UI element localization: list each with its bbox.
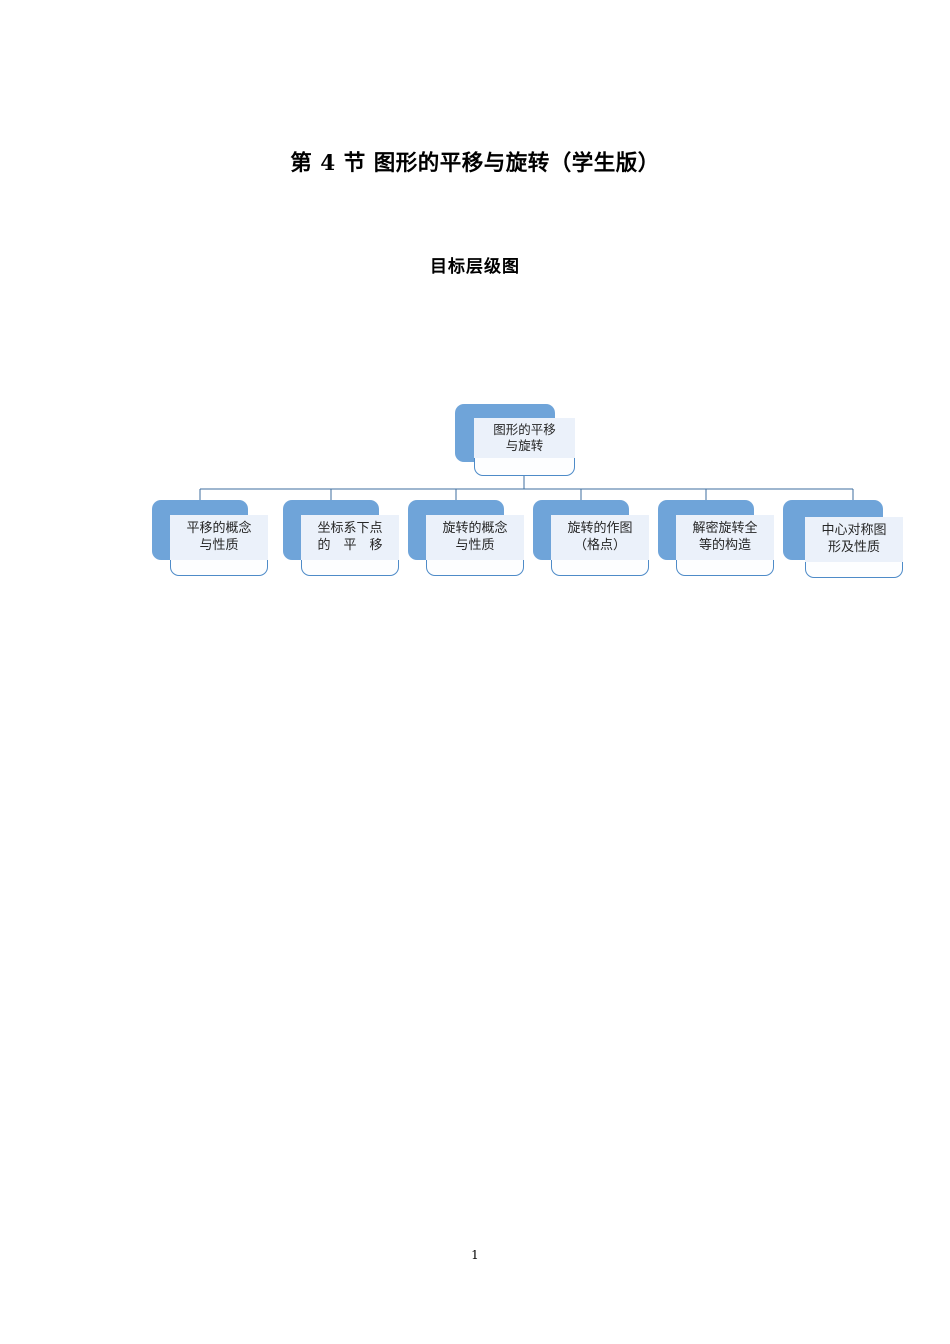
node-label: 解密旋转全 等的构造	[692, 520, 758, 553]
page-title: 第 4 节 图形的平移与旋转（学生版）	[290, 151, 660, 176]
objective-hierarchy-diagram: 图形的平移 与旋转 平移的概念 与性质 坐标系下点 的 平 移 旋转的概念 与性…	[0, 0, 950, 620]
node-text-panel: 图形的平移 与旋转	[474, 418, 575, 458]
node-label: 平移的概念 与性质	[186, 520, 252, 553]
node-label: 旋转的概念 与性质	[442, 520, 508, 553]
node-text-panel: 旋转的作图 （格点）	[551, 515, 649, 560]
node-label: 中心对称图 形及性质	[821, 522, 887, 555]
page-number: 1	[471, 1248, 479, 1262]
node-label: 图形的平移 与旋转	[493, 421, 556, 453]
node-text-panel: 解密旋转全 等的构造	[676, 515, 774, 560]
node-label: 坐标系下点 的 平 移	[317, 520, 383, 553]
node-text-panel: 旋转的概念 与性质	[426, 515, 524, 560]
node-label: 旋转的作图 （格点）	[567, 520, 633, 553]
diagram-node-child-4[interactable]: 解密旋转全 等的构造	[658, 500, 774, 576]
diagram-node-child-1[interactable]: 坐标系下点 的 平 移	[283, 500, 399, 576]
diagram-node-child-5[interactable]: 中心对称图 形及性质	[783, 500, 903, 578]
diagram-node-child-3[interactable]: 旋转的作图 （格点）	[533, 500, 649, 576]
diagram-node-root[interactable]: 图形的平移 与旋转	[455, 404, 575, 476]
diagram-node-child-2[interactable]: 旋转的概念 与性质	[408, 500, 524, 576]
node-text-panel: 平移的概念 与性质	[170, 515, 268, 560]
page-subtitle: 目标层级图	[430, 257, 520, 277]
node-text-panel: 中心对称图 形及性质	[805, 517, 903, 562]
diagram-node-child-0[interactable]: 平移的概念 与性质	[152, 500, 268, 576]
node-text-panel: 坐标系下点 的 平 移	[301, 515, 399, 560]
